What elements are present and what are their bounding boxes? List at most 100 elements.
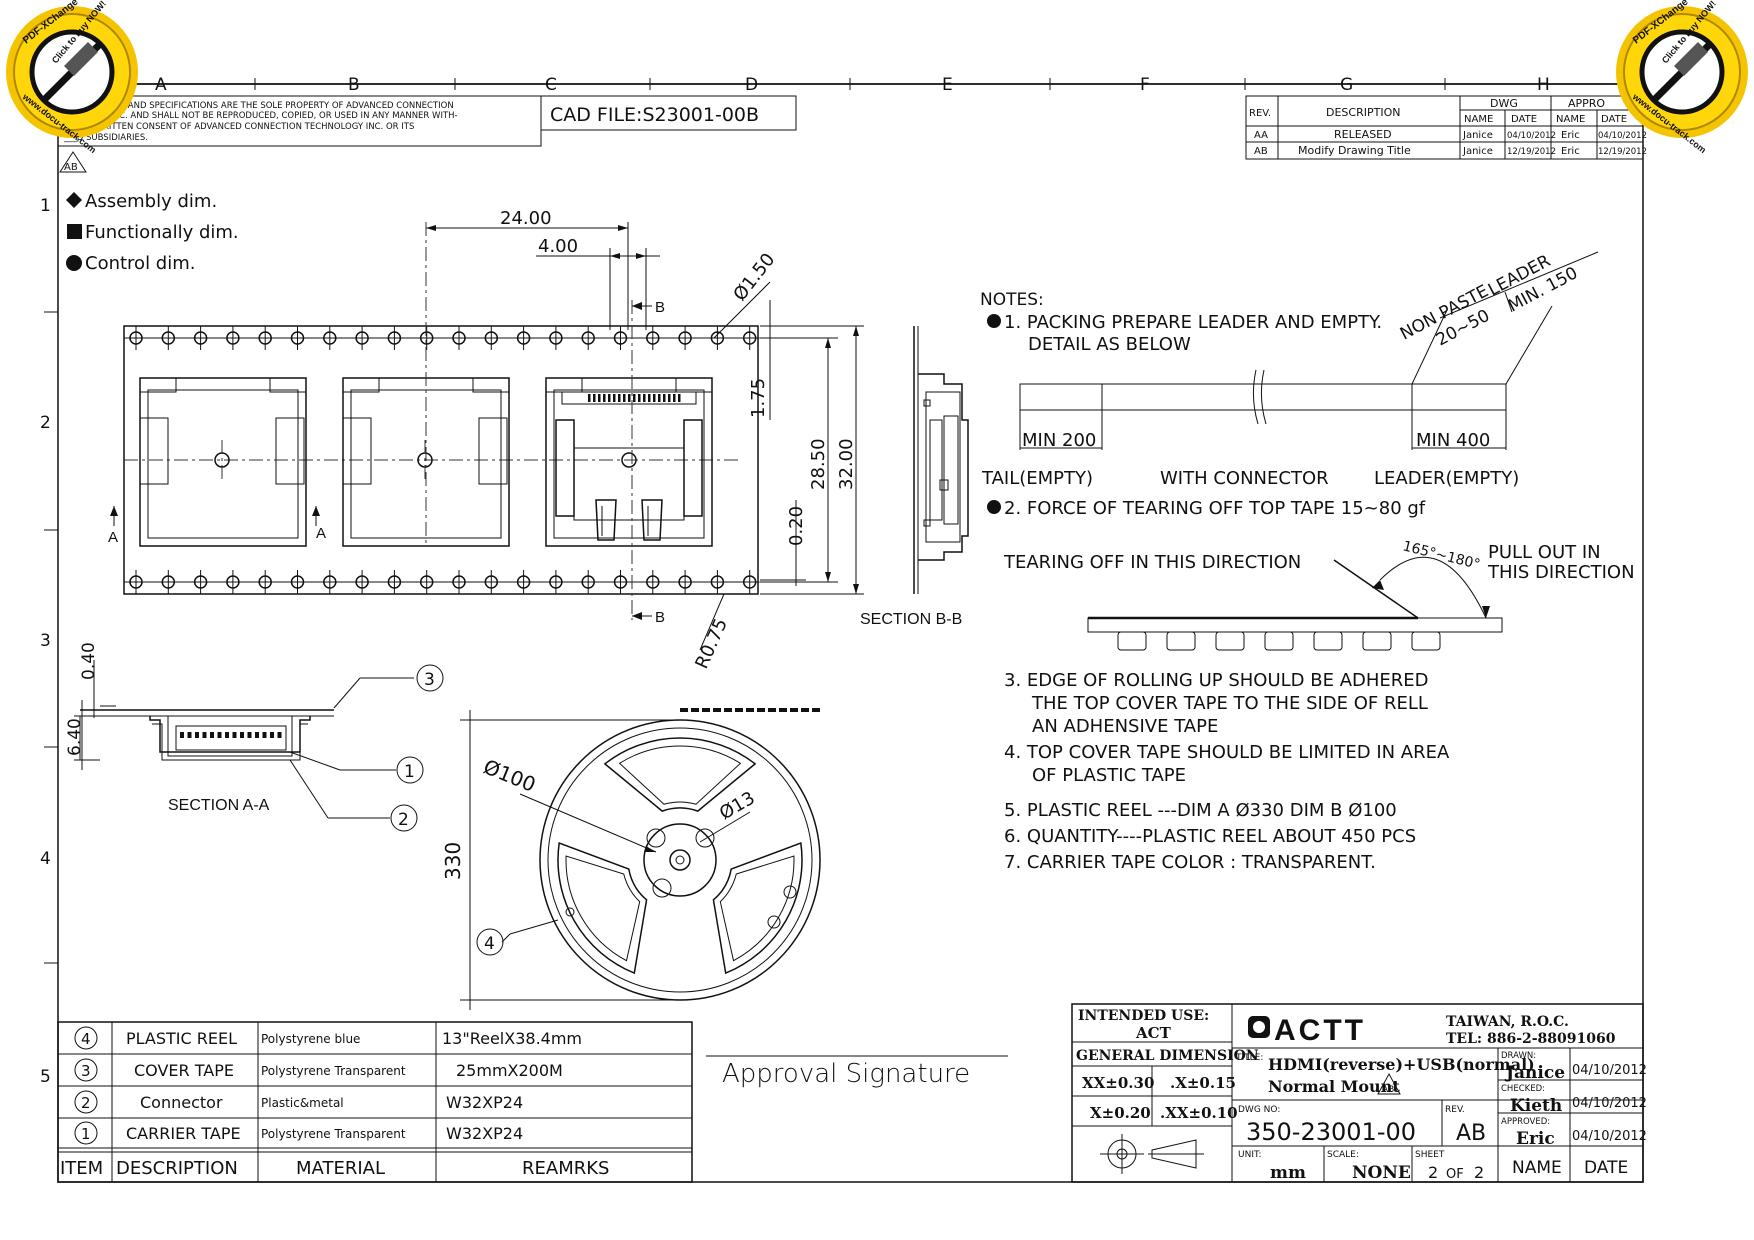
connector-pin	[217, 732, 222, 738]
column-labels: A B C D E F G H	[155, 75, 1550, 95]
pocket-empty	[139, 377, 307, 547]
desc-cell: RELEASED	[1334, 128, 1392, 141]
connector-pin	[678, 394, 681, 402]
company-logo: ACTT	[1248, 1014, 1366, 1047]
connector-pin	[643, 394, 646, 402]
tape-pocket	[1362, 631, 1392, 651]
col-label: D	[745, 75, 758, 95]
connector-pin	[180, 732, 184, 738]
date-col-header: DATE	[1511, 114, 1537, 125]
drawing-number: 350-23001-00	[1246, 1118, 1416, 1146]
date-cell: 04/10/2012	[1507, 131, 1556, 141]
carrier-tape-top-view: A A B B 24.00	[108, 208, 864, 672]
bom-item: 3	[81, 1062, 91, 1080]
field-label: DRAWN:	[1501, 1051, 1536, 1061]
row-labels: 1 2 3 4 5	[40, 196, 51, 1087]
bom-header-row: ITEM DESCRIPTION MATERIAL REAMRKS	[60, 1158, 609, 1179]
bom-desc: Connector	[140, 1093, 223, 1112]
col-label: B	[348, 75, 360, 95]
bom-material: Polystyrene blue	[261, 1032, 360, 1046]
section-b-arrows: B B	[631, 299, 665, 626]
connector-pin	[673, 394, 676, 402]
circle-icon	[987, 314, 1001, 328]
tape-zone-label: TAIL(EMPTY)	[981, 468, 1093, 489]
plastic-reel-view: 330 Ø100 Ø13 4	[441, 708, 821, 1010]
tape-pocket	[1411, 631, 1441, 651]
diamond-icon	[66, 192, 82, 208]
scale-value: NONE	[1352, 1163, 1411, 1183]
bom-header: DESCRIPTION	[116, 1158, 238, 1179]
note-text: OF PLASTIC TAPE	[1032, 765, 1186, 786]
rev-mark-text: AB	[64, 162, 78, 173]
bom-desc: PLASTIC REEL	[126, 1029, 237, 1048]
connector-pins	[180, 732, 282, 738]
connector-pin	[653, 394, 656, 402]
revision-row: AB Modify Drawing Title Janice 12/19/201…	[1254, 144, 1647, 157]
drawing-frame	[44, 78, 1644, 1183]
name-cell: Janice	[1462, 130, 1493, 141]
rev-mark-text: AB	[1382, 1085, 1394, 1095]
unit-value: mm	[1270, 1163, 1306, 1183]
approval-label: Approval Signature	[722, 1059, 970, 1089]
section-a-label: A	[108, 529, 118, 546]
note-text: THE TOP COVER TAPE TO THE SIDE OF RELL	[1031, 693, 1428, 714]
name-footer: NAME	[1512, 1158, 1562, 1178]
bom-item: 2	[81, 1094, 91, 1112]
note-text: 1. PACKING PREPARE LEADER AND EMPTY.	[1004, 312, 1382, 333]
connector-pin	[232, 732, 237, 738]
watermark-badge-right[interactable]: PDF-XChange Viewer Click to buy NOW! www…	[1616, 0, 1748, 155]
watermark-badge-left[interactable]: PDF-XChange Viewer Click to buy NOW! www…	[6, 0, 138, 155]
connector-pin	[668, 394, 671, 402]
connector-pin	[633, 394, 636, 402]
date-cell: 12/19/2012	[1598, 147, 1647, 157]
bom-material: Polystyrene Transparent	[261, 1127, 406, 1141]
tape-pocket	[1166, 631, 1196, 651]
connector-pin	[658, 394, 661, 402]
bom-remarks: 25mmX200M	[456, 1061, 563, 1080]
notes-title: NOTES:	[980, 290, 1044, 310]
dim-text: Ø1.50	[729, 249, 779, 305]
dim-text: 330	[441, 842, 465, 880]
connector-pins	[588, 394, 681, 402]
connector-pin	[608, 394, 611, 402]
dim-text: 1.75	[748, 378, 769, 418]
balloon	[74, 1026, 98, 1050]
reel-window	[603, 737, 757, 812]
notice-line: THESE DRA___ AND SPECIFICATIONS ARE THE …	[63, 101, 454, 111]
name-col-header: NAME	[1556, 114, 1585, 125]
col-label: E	[942, 75, 953, 95]
balloon	[390, 804, 418, 832]
balloon-number: 3	[424, 670, 435, 690]
checked-by: Kieth	[1510, 1096, 1562, 1116]
bom-remarks: W32XP24	[446, 1093, 523, 1112]
connector-pin	[593, 394, 596, 402]
col-label: G	[1340, 75, 1353, 95]
intended-use-label: INTENDED USE:	[1078, 1008, 1209, 1024]
sprocket-holes	[126, 326, 760, 594]
dim-radius: R0.75	[691, 593, 732, 672]
connector-pin	[187, 732, 192, 738]
dim-175: 1.75	[748, 300, 780, 420]
tolerance: .X±0.15	[1170, 1074, 1236, 1092]
approval-signature: Approval Signature	[706, 1055, 1008, 1089]
bill-of-materials: 4 PLASTIC REEL Polystyrene blue 13"ReelX…	[57, 1021, 693, 1183]
tape-zone-label: LEADER(EMPTY)	[1374, 468, 1519, 489]
col-label: F	[1140, 75, 1150, 95]
projection-symbol-icon	[1100, 1134, 1204, 1174]
tolerance: X±0.20	[1090, 1104, 1151, 1122]
checked-date: 04/10/2012	[1572, 1096, 1647, 1111]
section-a-label: A	[316, 525, 326, 542]
connector-pin	[623, 394, 626, 402]
revision-table: REV. DESCRIPTION DWG APPRO NAME DATE NAM…	[1245, 95, 1647, 160]
cad-file-label: CAD FILE:S23001-00B	[550, 104, 759, 126]
logo-text: ACTT	[1274, 1014, 1366, 1047]
tape-pocket	[1313, 631, 1343, 651]
sheet-number: 2	[1428, 1163, 1438, 1182]
desc-cell: Modify Drawing Title	[1298, 144, 1411, 157]
section-a-a-title: SECTION A-A	[168, 797, 270, 814]
connector-pin	[270, 732, 274, 738]
note-text: DETAIL AS BELOW	[1028, 334, 1191, 355]
note-text: AN ADHENSIVE TAPE	[1032, 716, 1218, 737]
connector-pin	[598, 394, 601, 402]
connector-pin	[603, 394, 606, 402]
